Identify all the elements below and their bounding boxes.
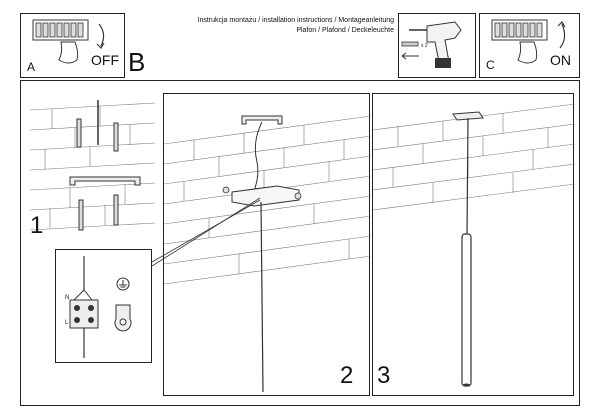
arrow-down-icon [98, 23, 105, 47]
panel-c-power-on: C ON [479, 13, 580, 78]
wiring-terminal-illustration [69, 256, 132, 358]
hand-icon [517, 41, 538, 64]
arrow-up-icon [559, 23, 566, 49]
panel-a-power-off: A OFF [20, 13, 125, 78]
mounting-bracket-icon [241, 115, 283, 125]
canopy-icon [452, 111, 484, 121]
pendant-cable [466, 117, 469, 235]
supply-cable [252, 121, 263, 195]
drill-icon [401, 21, 462, 68]
pendant-lamp-tube-icon [461, 233, 472, 387]
screw-icon [76, 118, 119, 231]
step-2-panel [163, 93, 372, 396]
canopy-icon [231, 185, 300, 207]
breaker-box-icon [32, 19, 105, 64]
mounting-bracket-icon [69, 176, 141, 186]
step-3-ceiling-illustration [372, 103, 576, 387]
header-title-line1: Instrukcja montażu / installation instru… [197, 17, 395, 24]
step-2-ceiling-illustration [163, 115, 372, 393]
canopy-screw-icon [222, 186, 230, 194]
wiring-inset: N L [55, 249, 152, 363]
ground-symbol-icon [116, 277, 130, 291]
panel-c-caption: ON [550, 52, 571, 68]
header-title-line2: Plafon / Plafond / Deckeleuchte [296, 27, 394, 34]
pendant-cable [260, 201, 264, 393]
hand-icon [58, 41, 79, 64]
step-2-number: 2 [340, 362, 354, 389]
canopy-screw-icon [294, 192, 302, 200]
step-1-ceiling-mount-illustration [29, 100, 156, 231]
drill-multiplier: x 2 [421, 43, 428, 49]
step-1-panel [29, 95, 156, 240]
wall-plug-icon [401, 41, 419, 47]
panel-a-label: A [27, 60, 36, 74]
ground-lug-icon [114, 304, 132, 332]
panel-a-caption: OFF [91, 52, 119, 68]
step-3-number: 3 [377, 362, 391, 389]
label-b: B [128, 47, 146, 77]
breaker-box-icon [491, 19, 566, 64]
live-label: L [65, 320, 69, 326]
step-1-number: 1 [30, 212, 44, 239]
panel-c-label: C [486, 58, 495, 72]
step-3-panel [372, 93, 576, 396]
drill-panel: x 2 [398, 13, 476, 78]
neutral-label: N [65, 295, 70, 301]
terminal-block-icon [69, 299, 99, 329]
